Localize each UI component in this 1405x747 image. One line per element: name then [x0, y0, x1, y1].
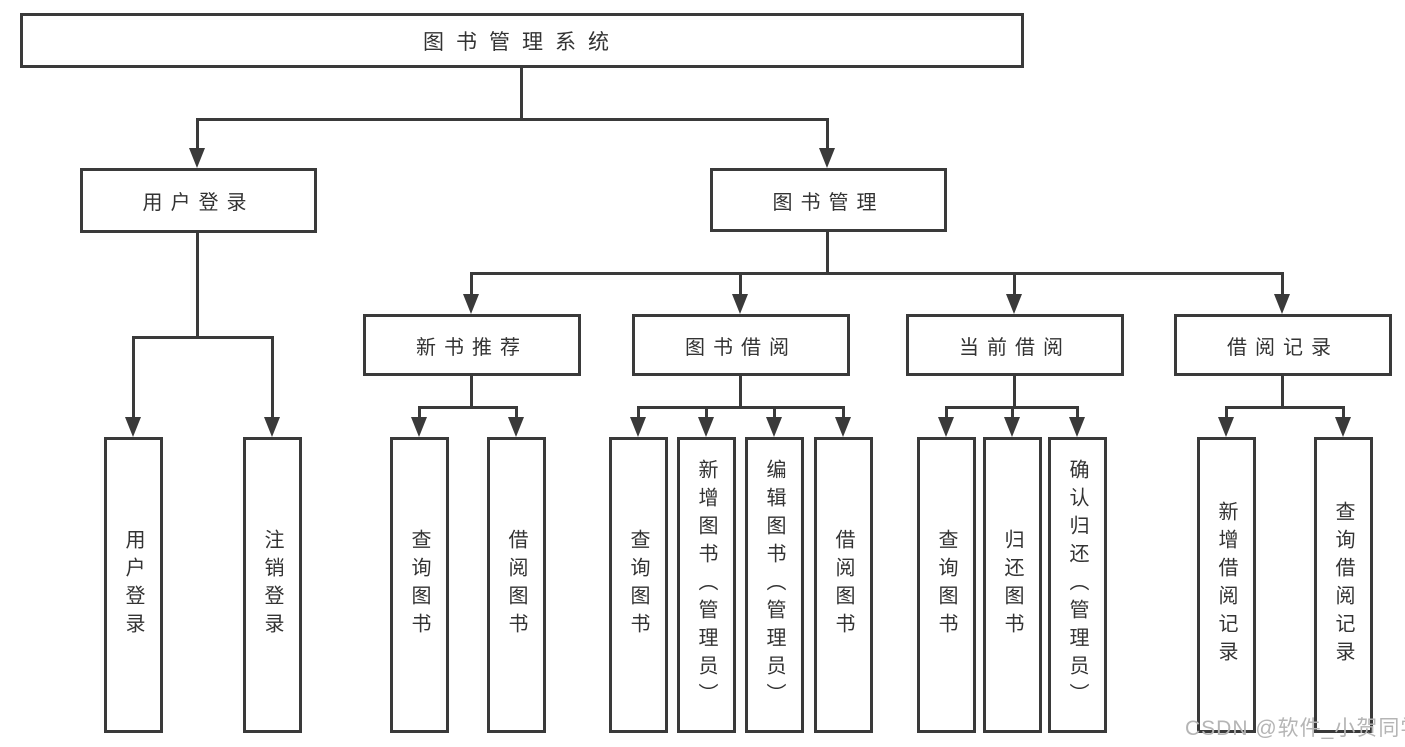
connector-line	[637, 406, 845, 409]
connector-line	[271, 336, 274, 417]
arrow-down-icon	[1218, 417, 1234, 437]
node-label: 借阅图书	[505, 529, 527, 641]
node-confirm-return-admin: 确认归还（管理员）	[1048, 437, 1107, 733]
connector-line	[132, 336, 274, 339]
connector-line	[520, 68, 523, 118]
connector-line	[826, 232, 829, 272]
node-query-borrow-record: 查询借阅记录	[1314, 437, 1373, 733]
arrow-down-icon	[835, 417, 851, 437]
connector-line	[196, 118, 199, 150]
node-add-borrow-record: 新增借阅记录	[1197, 437, 1256, 733]
node-user-login: 用户登录	[80, 168, 317, 233]
node-label: 确认归还（管理员）	[1066, 459, 1088, 711]
arrow-down-icon	[189, 148, 205, 168]
connector-line	[945, 406, 948, 419]
arrow-down-icon	[1335, 417, 1351, 437]
arrow-down-icon	[1274, 294, 1290, 314]
node-query-books-current: 查询图书	[917, 437, 976, 733]
connector-line	[1076, 406, 1079, 419]
node-label: 新增图书（管理员）	[695, 459, 717, 711]
arrow-down-icon	[698, 417, 714, 437]
arrow-down-icon	[819, 148, 835, 168]
arrow-down-icon	[1006, 294, 1022, 314]
connector-line	[1281, 272, 1284, 296]
node-logout-leaf: 注销登录	[243, 437, 302, 733]
node-label: 当前借阅	[959, 336, 1071, 359]
arrow-down-icon	[463, 294, 479, 314]
connector-line	[1013, 272, 1016, 296]
node-label: 用户登录	[122, 529, 144, 641]
connector-line	[1225, 406, 1228, 419]
arrow-down-icon	[938, 417, 954, 437]
connector-line	[773, 406, 776, 419]
arrow-down-icon	[1069, 417, 1085, 437]
connector-line	[739, 376, 742, 406]
arrow-down-icon	[411, 417, 427, 437]
node-label: 借阅记录	[1227, 336, 1339, 359]
node-query-books-borrowing: 查询图书	[609, 437, 668, 733]
connector-line	[1281, 376, 1284, 406]
arrow-down-icon	[766, 417, 782, 437]
connector-line	[705, 406, 708, 419]
node-book-borrowing: 图书借阅	[632, 314, 850, 376]
node-label: 查询图书	[935, 529, 957, 641]
node-label: 注销登录	[261, 529, 283, 641]
node-borrow-books-borrowing: 借阅图书	[814, 437, 873, 733]
connector-line	[470, 272, 473, 296]
connector-line	[470, 376, 473, 406]
connector-line	[637, 406, 640, 419]
node-label: 编辑图书（管理员）	[763, 459, 785, 711]
node-label: 图书管理	[772, 191, 885, 214]
connector-line	[826, 118, 829, 150]
node-label: 图书借阅	[685, 336, 797, 359]
node-library-management-system: 图书管理系统	[20, 13, 1024, 68]
arrow-down-icon	[732, 294, 748, 314]
node-user-login-leaf: 用户登录	[104, 437, 163, 733]
node-borrow-books-recommend: 借阅图书	[487, 437, 546, 733]
connector-line	[1011, 406, 1014, 419]
node-borrowing-records: 借阅记录	[1174, 314, 1392, 376]
connector-line	[739, 272, 742, 296]
node-current-borrowing: 当前借阅	[906, 314, 1124, 376]
connector-line	[1342, 406, 1345, 419]
node-label: 查询图书	[627, 529, 649, 641]
node-label: 归还图书	[1001, 529, 1023, 641]
arrow-down-icon	[1004, 417, 1020, 437]
connector-line	[1225, 406, 1345, 409]
connector-line	[196, 233, 199, 336]
arrow-down-icon	[508, 417, 524, 437]
node-return-books: 归还图书	[983, 437, 1042, 733]
connector-line	[418, 406, 421, 419]
node-edit-books-admin: 编辑图书（管理员）	[745, 437, 804, 733]
connector-line	[196, 118, 829, 121]
node-new-book-recommendation: 新书推荐	[363, 314, 581, 376]
connector-line	[470, 272, 1284, 275]
connector-line	[132, 336, 135, 417]
node-label: 新书推荐	[416, 336, 528, 359]
node-label: 新增借阅记录	[1215, 501, 1237, 669]
connector-line	[842, 406, 845, 419]
node-label: 查询图书	[408, 529, 430, 641]
arrow-down-icon	[630, 417, 646, 437]
connector-line	[515, 406, 518, 419]
node-label: 借阅图书	[832, 529, 854, 641]
node-add-books-admin: 新增图书（管理员）	[677, 437, 736, 733]
node-label: 用户登录	[142, 192, 255, 214]
node-label: 查询借阅记录	[1332, 501, 1354, 669]
connector-line	[1013, 376, 1016, 406]
arrow-down-icon	[264, 417, 280, 437]
node-book-management: 图书管理	[710, 168, 947, 232]
connector-line	[418, 406, 518, 409]
watermark: CSDN @软件_小贺同学	[1185, 717, 1405, 740]
arrow-down-icon	[125, 417, 141, 437]
node-query-books-recommend: 查询图书	[390, 437, 449, 733]
node-label: 图书管理系统	[423, 30, 621, 54]
